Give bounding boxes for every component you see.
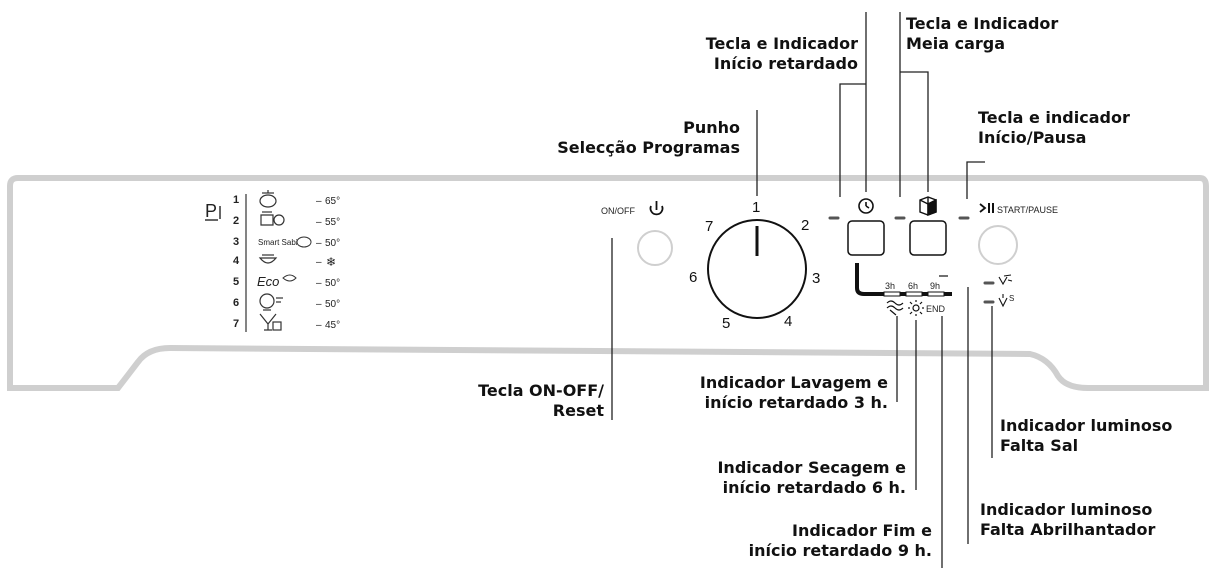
eco-icon: Eco: [257, 274, 279, 289]
dial-numbers: 1 2 3 4 5 6 7: [689, 199, 820, 332]
callout-program-knob: Punho Selecção Programas: [557, 118, 740, 157]
svg-text:–: –: [316, 278, 322, 289]
svg-text:50°: 50°: [325, 278, 340, 289]
svg-text:–: –: [316, 196, 322, 207]
svg-text:6: 6: [689, 269, 697, 286]
svg-text:3: 3: [812, 270, 820, 287]
delay-bar: [855, 263, 930, 296]
start-pause-label: START/PAUSE: [997, 205, 1058, 215]
svg-text:7: 7: [705, 218, 713, 235]
svg-text:2: 2: [233, 215, 239, 227]
svg-text:7: 7: [233, 318, 239, 330]
svg-text:4: 4: [784, 313, 792, 330]
wash-icon: [886, 300, 904, 316]
panel-outline: [7, 175, 1209, 391]
smart-sabi-icon: Smart Sabi: [258, 238, 298, 247]
leader-lines: [611, 12, 993, 568]
program-row-5: 5 Eco – 50°: [233, 274, 340, 289]
end-label: END: [926, 304, 946, 314]
callout-delay-start: Tecla e Indicador Início retardado: [705, 34, 858, 73]
callout-start-pause: Tecla e indicador Início/Pausa: [978, 108, 1130, 147]
program-dial[interactable]: [707, 219, 807, 319]
pot-icon: [259, 190, 277, 208]
callout-wash-3h: Indicador Lavagem e início retardado 3 h…: [699, 373, 888, 412]
program-row-1: 1 – 65°: [233, 190, 340, 208]
power-icon: [649, 201, 664, 216]
delay-clock-icon: [858, 198, 874, 214]
glass-icon: [259, 313, 282, 331]
delay-start-button[interactable]: [847, 220, 885, 256]
svg-text:4: 4: [233, 255, 240, 267]
callout-on-off: Tecla ON-OFF/ Reset: [478, 381, 604, 420]
program-header: P: [205, 201, 217, 221]
program-row-6: 6 – 50°: [233, 293, 340, 311]
svg-text:–: –: [316, 257, 322, 268]
svg-text:5: 5: [233, 276, 239, 288]
on-off-button[interactable]: [637, 230, 673, 266]
program-list: 1 – 65° 2 – 55° 3 Smart Sabi – 50° 4: [233, 190, 340, 331]
program-row-2: 2 – 55°: [233, 211, 340, 228]
svg-text:45°: 45°: [325, 320, 340, 331]
program-row-4: 4 – ❄: [233, 254, 336, 269]
cups-icon: [260, 211, 285, 226]
quick-icon: [259, 293, 283, 311]
svg-text:S: S: [1009, 294, 1014, 303]
svg-text:65°: 65°: [325, 196, 340, 207]
bowl-icon: [258, 254, 278, 264]
svg-text:2: 2: [801, 217, 809, 234]
svg-text:6: 6: [233, 297, 239, 309]
callout-salt: Indicador luminoso Falta Sal: [1000, 416, 1173, 455]
svg-text:5: 5: [722, 315, 730, 332]
svg-text:1: 1: [752, 199, 760, 216]
delay-6h: 6h: [908, 281, 918, 291]
svg-text:–: –: [316, 320, 322, 331]
rinse-aid-icon: [998, 274, 1013, 286]
svg-text:–: –: [316, 238, 322, 249]
svg-text:50°: 50°: [325, 238, 340, 249]
svg-text:1: 1: [233, 194, 239, 206]
delay-9h: 9h: [930, 281, 940, 291]
svg-text:50°: 50°: [325, 299, 340, 310]
svg-text:–: –: [316, 299, 322, 310]
snowflake-icon: ❄: [326, 255, 336, 269]
half-load-icon: [919, 196, 937, 217]
program-row-7: 7 – 45°: [233, 313, 340, 331]
dry-icon: [908, 300, 924, 316]
callout-half-load: Tecla e Indicador Meia carga: [906, 14, 1059, 53]
callout-dry-6h: Indicador Secagem e início retardado 6 h…: [717, 458, 906, 497]
svg-text:3: 3: [233, 236, 239, 248]
program-row-3: 3 Smart Sabi – 50°: [233, 236, 340, 249]
delay-3h: 3h: [885, 281, 895, 291]
svg-text:–: –: [316, 217, 322, 228]
callout-rinse-aid: Indicador luminoso Falta Abrilhantador: [980, 500, 1156, 539]
play-pause-icon: [979, 203, 994, 213]
half-load-button[interactable]: [909, 220, 947, 256]
salt-icon: [998, 294, 1008, 308]
start-pause-button[interactable]: [978, 225, 1018, 265]
on-off-label: ON/OFF: [601, 206, 635, 216]
svg-text:55°: 55°: [325, 217, 340, 228]
callout-end-9h: Indicador Fim e início retardado 9 h.: [748, 521, 932, 560]
